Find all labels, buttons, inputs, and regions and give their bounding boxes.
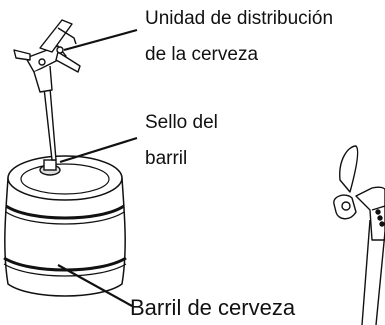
leader-line-keg-seal [59, 136, 138, 164]
leader-line-beer-keg [57, 264, 133, 307]
beer-tap-icon [333, 145, 385, 325]
label-beer-keg: Barril de cerveza [130, 295, 296, 320]
label-keg-seal-line2: barril [145, 148, 188, 169]
beer-keg-icon [3, 155, 127, 297]
keg-seal-icon [39, 159, 61, 176]
beer-dispenser-head-icon [13, 19, 81, 161]
label-distribution-unit-line1: Unidad de distribución [145, 8, 334, 29]
label-distribution-unit-line2: de la cerveza [145, 44, 259, 65]
label-keg-seal-line1: Sello del [145, 112, 218, 133]
leader-line-distribution-unit [63, 28, 138, 52]
